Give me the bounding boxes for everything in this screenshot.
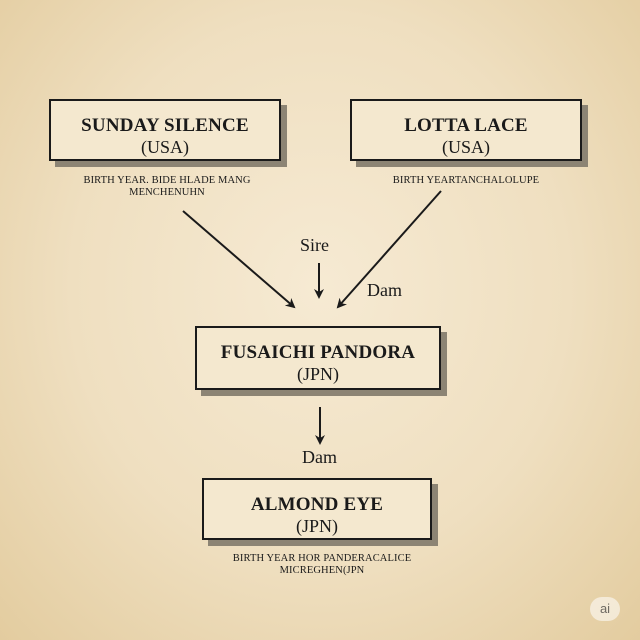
node-almond-eye: ALMOND EYE (JPN): [202, 478, 432, 540]
node-name: ALMOND EYE: [250, 494, 384, 515]
node-country: (JPN): [295, 516, 338, 536]
caption-line: BIRTH YEAR. BIDE HLADE MANG: [83, 175, 251, 186]
node-name: SUNDAY SILENCE: [81, 115, 249, 136]
caption-line: MICREGHEN(JPN: [279, 565, 365, 576]
caption-almond-eye: BIRTH YEAR HOR PANDERACALICE MICREGHEN(J…: [196, 553, 448, 577]
ai-watermark-badge: ai: [590, 597, 620, 621]
edge-label-sire: Sire: [300, 235, 329, 255]
caption-sunday-silence: BIRTH YEAR. BIDE HLADE MANG MENCHENUHN: [40, 175, 294, 199]
edge-label-dam-top: Dam: [367, 280, 402, 300]
node-lotta-lace: LOTTA LACE (USA): [350, 99, 582, 161]
node-sunday-silence: SUNDAY SILENCE (USA): [49, 99, 281, 161]
caption-line: MENCHENUHN: [129, 187, 205, 198]
node-country: (USA): [141, 137, 189, 157]
caption-line: BIRTH YEARTANCHALOLUPE: [392, 175, 540, 186]
node-country: (USA): [442, 137, 490, 157]
edge-label-dam-bottom: Dam: [302, 447, 337, 467]
caption-lotta-lace: BIRTH YEARTANCHALOLUPE: [350, 175, 582, 187]
dam-arrow-top: [336, 190, 442, 309]
caption-line: BIRTH YEAR HOR PANDERACALICE: [232, 553, 412, 564]
node-name: LOTTA LACE: [404, 115, 528, 136]
node-fusaichi-pandora: FUSAICHI PANDORA (JPN): [195, 326, 441, 390]
node-country: (JPN): [296, 364, 339, 384]
node-name: FUSAICHI PANDORA: [220, 342, 416, 363]
sire-arrow: [182, 210, 296, 309]
